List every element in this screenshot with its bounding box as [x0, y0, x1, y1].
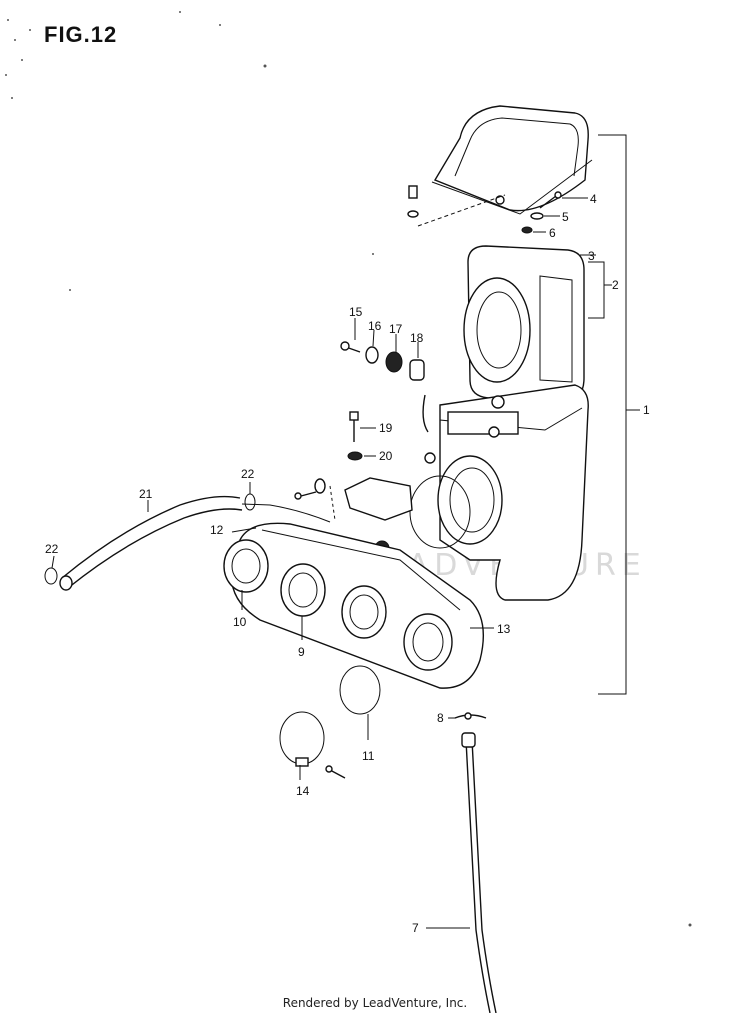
bolt-15: [340, 318, 361, 353]
breather-hose-21: [59, 495, 331, 591]
washer-16: [365, 329, 379, 364]
callout-22-lower: 22: [45, 542, 59, 556]
bracket-2: [588, 261, 612, 319]
drain-hose-7: [426, 712, 497, 1013]
callout-15: 15: [349, 305, 363, 319]
callout-8: 8: [437, 711, 444, 725]
airbox-housing: [422, 384, 589, 601]
air-filter-element: [463, 245, 596, 401]
washer-20: [347, 451, 376, 461]
callout-1: 1: [643, 403, 650, 417]
callout-17: 17: [389, 322, 403, 336]
nut-6: [521, 226, 546, 234]
leader-lines: [51, 482, 494, 780]
callout-11: 11: [362, 749, 375, 763]
clamp-11: [339, 665, 381, 715]
callout-14: 14: [296, 784, 310, 798]
callout-labels: 1 2 3 4 5 6 7 8 9 10 11 12 13 14 15 16 1…: [45, 192, 650, 935]
clip-22a: [44, 567, 58, 585]
boot-9b: [341, 585, 387, 639]
lid-bolt: [407, 185, 506, 227]
clamp-14: [279, 711, 346, 779]
callout-10: 10: [233, 615, 247, 629]
callout-7: 7: [412, 921, 419, 935]
callout-2: 2: [612, 278, 619, 292]
gasket-ring: [409, 475, 471, 549]
callout-18: 18: [410, 331, 424, 345]
callout-12: 12: [210, 523, 224, 537]
render-credit: Rendered by LeadVenture, Inc.: [282, 996, 468, 1010]
callout-5: 5: [562, 210, 569, 224]
callout-6: 6: [549, 226, 556, 240]
collar-18: [409, 342, 425, 381]
callout-16: 16: [368, 319, 382, 333]
clip-22b: [244, 493, 256, 511]
callout-3: 3: [588, 249, 595, 263]
boot-9c: [403, 613, 453, 671]
screw-4: [539, 191, 588, 209]
bracket-1: [598, 134, 640, 695]
grommet-17: [385, 334, 403, 373]
callout-13: 13: [497, 622, 511, 636]
airbox-lid: [431, 105, 593, 215]
callout-9: 9: [298, 645, 305, 659]
callout-22-upper: 22: [241, 467, 255, 481]
figure-title: FIG.12: [44, 22, 118, 47]
callout-19: 19: [379, 421, 393, 435]
boot-10: [223, 539, 269, 593]
bolt-19: [349, 411, 376, 442]
callout-20: 20: [379, 449, 393, 463]
callout-4: 4: [590, 192, 597, 206]
callout-21: 21: [139, 487, 153, 501]
scan-noise: [5, 11, 692, 927]
boot-9a: [280, 563, 326, 617]
washer-5: [530, 212, 560, 220]
